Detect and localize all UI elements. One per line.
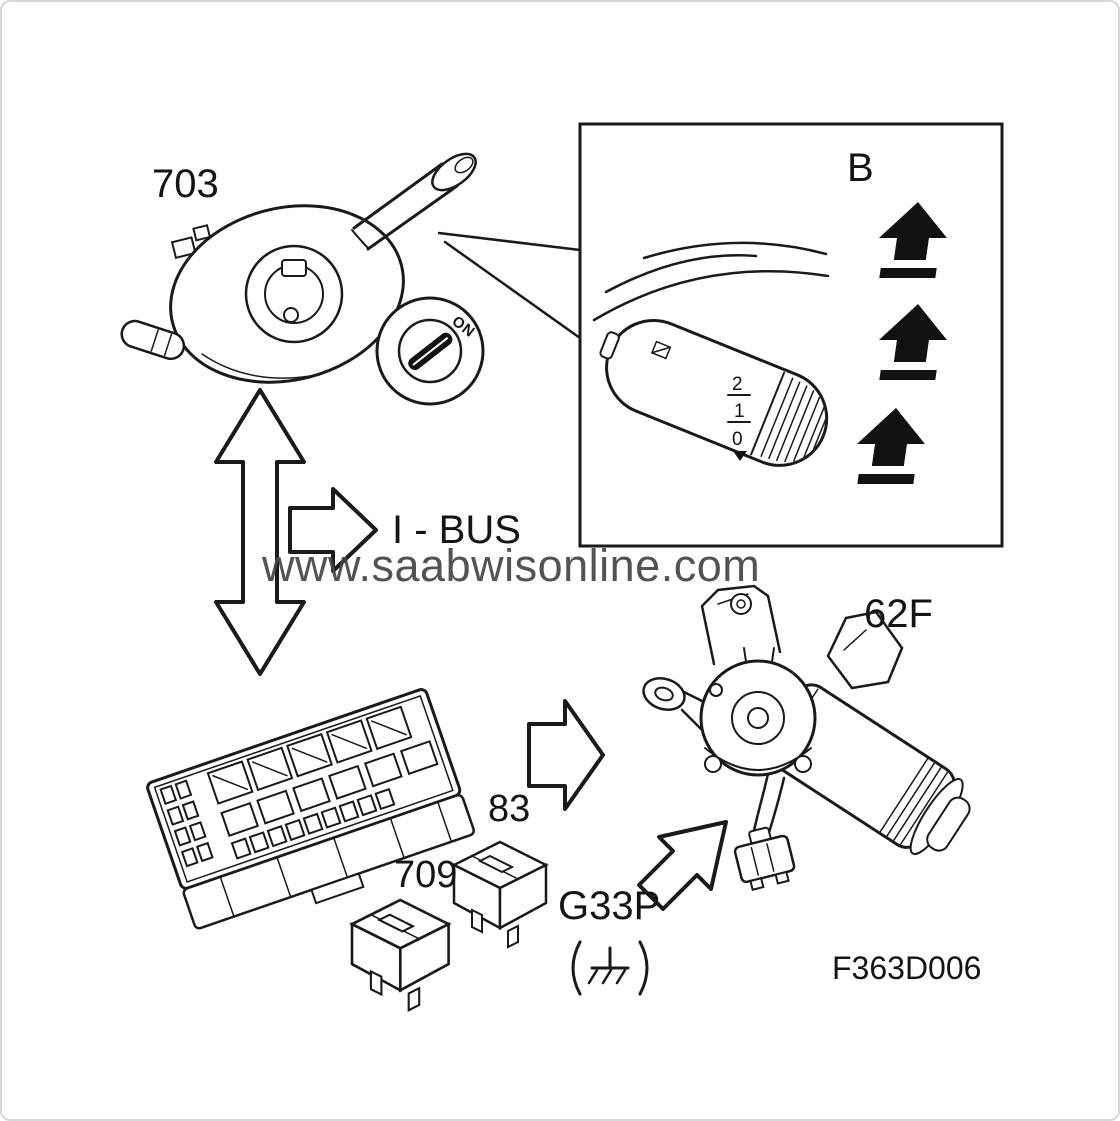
- part-number-703: 703: [152, 162, 219, 206]
- fuse-box: [146, 688, 475, 930]
- wiper-stalk-end: 2 1 0: [592, 241, 830, 467]
- inset-box: [578, 122, 1004, 548]
- to-connector-arrow-icon: [637, 820, 728, 911]
- stalk-switch-703: [120, 152, 477, 384]
- stalk-pos-0: 0: [732, 429, 743, 450]
- i-bus-arrow-icon: [288, 487, 378, 573]
- ground-label: G33P: [558, 884, 661, 928]
- part-number-83: 83: [488, 788, 531, 830]
- wiper-symbol-icon: [650, 340, 672, 360]
- i-bus-label: I - BUS: [392, 508, 521, 552]
- stalk-pos-2: 2: [732, 374, 743, 395]
- figure-code: F363D006: [832, 950, 982, 986]
- part-number-62f: 62F: [864, 592, 933, 636]
- key-slot-icon: [408, 332, 453, 371]
- relay-709: [350, 898, 450, 1012]
- inset-label-b: B: [847, 146, 874, 190]
- watermark: www.saabwisonline.com: [262, 540, 761, 591]
- ground-symbol-icon: [571, 940, 649, 996]
- up-arrows-icon: [851, 202, 952, 484]
- double-arrow-icon: [214, 388, 306, 676]
- stalk-pos-1: 1: [734, 401, 745, 422]
- inset-pointer-lines: [437, 231, 582, 340]
- stalk-pointer-icon: [733, 451, 747, 461]
- rear-wiper-motor-62f: [642, 584, 971, 891]
- ignition-switch: ON: [375, 296, 485, 406]
- relay-83: [452, 840, 548, 949]
- motor-connector: [733, 826, 796, 891]
- to-motor-arrow-icon: [527, 699, 605, 811]
- part-number-709: 709: [394, 854, 458, 896]
